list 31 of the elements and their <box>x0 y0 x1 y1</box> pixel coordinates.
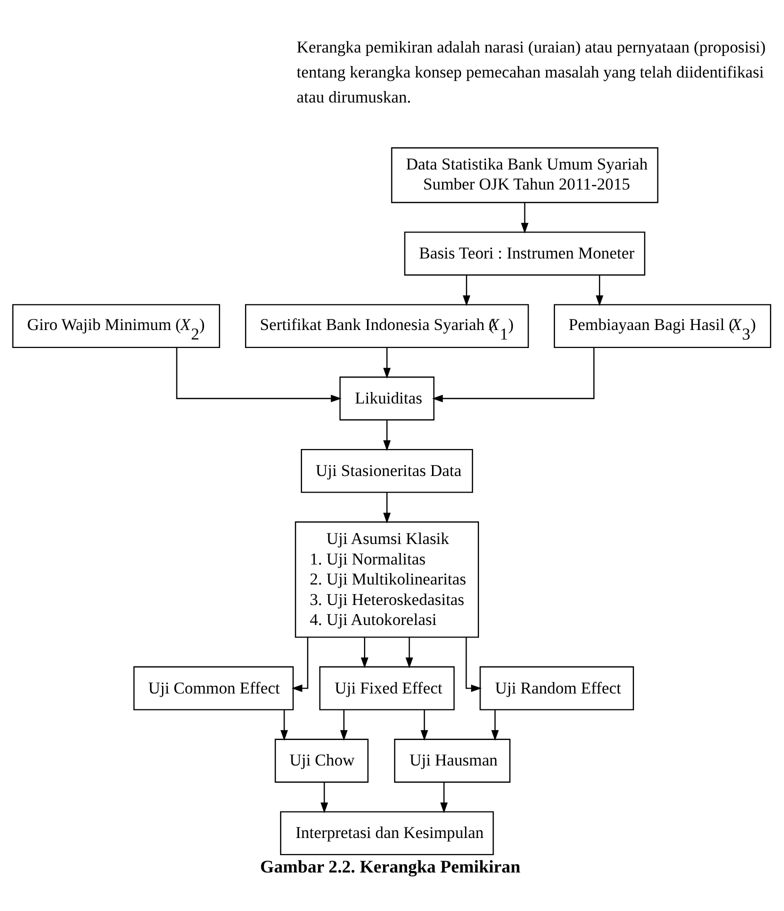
arrow <box>466 637 482 692</box>
node-box: Data Statistika Bank Umum Syariah Sumber OJK Tahun 2011-2015 <box>391 147 658 204</box>
arrow <box>320 782 328 814</box>
node-box: Likuiditas <box>339 376 434 420</box>
node-box: Interpretasi dan Kesimpulan <box>280 811 494 856</box>
arrow <box>383 492 391 524</box>
node-box: Uji Random Effect <box>480 666 634 710</box>
arrow <box>360 637 368 668</box>
arrow <box>420 710 428 741</box>
arrow <box>406 637 414 668</box>
arrow <box>432 348 594 402</box>
node-box: Uji Asumsi Klasik 1. Uji Normalitas 2. Uji Multikolinearitas 3. Uji Heteroskedasitas 4. Uji Autokorelasi <box>294 521 479 638</box>
label: Kerangka pemikiran adalah narasi (uraian) atau pernyataan (proposisi) tentang kerangka konsep pemecahan masalah yang telah diidentifikasi atau dirumuskan. <box>296 38 766 106</box>
arrow <box>383 348 391 379</box>
arrow <box>440 782 448 814</box>
arrow <box>292 637 308 692</box>
arrow <box>491 710 499 741</box>
arrow <box>280 710 288 741</box>
arrow <box>383 420 391 452</box>
node-box: Uji Fixed Effect <box>319 666 455 710</box>
arrow <box>596 275 604 306</box>
caption: Gambar 2.2. Kerangka Pemikiran <box>260 856 520 876</box>
arrow <box>340 710 348 741</box>
node-box: Basis Teori : Instrumen Moneter <box>404 232 646 276</box>
node-box: Uji Hausman <box>394 738 510 783</box>
node-box: Uji Stasioneritas Data <box>300 448 474 493</box>
arrow <box>520 202 528 234</box>
arrow <box>462 275 470 306</box>
node-box: Uji Common Effect <box>133 666 294 710</box>
arrow <box>176 348 342 402</box>
node-box: Uji Chow <box>274 738 369 783</box>
